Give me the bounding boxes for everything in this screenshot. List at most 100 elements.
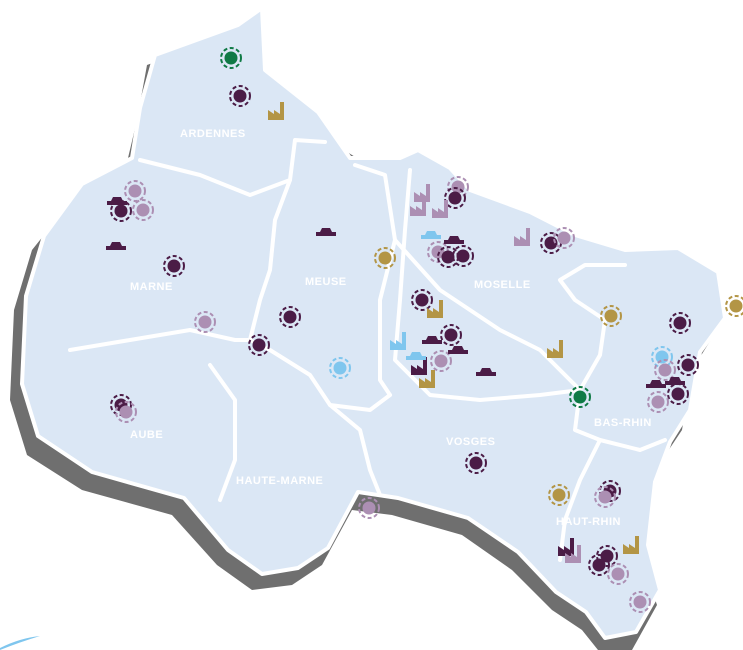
site-marker-ring bbox=[411, 289, 433, 311]
site-marker-dot bbox=[671, 387, 685, 401]
site-marker-dot bbox=[167, 259, 181, 273]
site-marker-ring bbox=[430, 350, 452, 372]
site-marker-dot bbox=[128, 184, 142, 198]
site-marker-dot bbox=[283, 310, 297, 324]
site-marker-ring bbox=[588, 554, 610, 576]
site-marker-dot bbox=[673, 316, 687, 330]
dept-label-meuse: MEUSE bbox=[305, 276, 347, 288]
site-marker-ring bbox=[452, 245, 474, 267]
site-marker-dot bbox=[651, 395, 665, 409]
site-marker-ring bbox=[569, 386, 591, 408]
site-marker-dot bbox=[441, 250, 455, 264]
site-marker-ring bbox=[548, 484, 570, 506]
dept-border bbox=[328, 403, 382, 497]
site-marker-dot bbox=[557, 231, 571, 245]
grand-est-region bbox=[20, 6, 727, 640]
site-marker-dot bbox=[598, 490, 612, 504]
site-marker-ring bbox=[229, 85, 251, 107]
site-marker-dot bbox=[633, 595, 647, 609]
factory-icon bbox=[558, 538, 574, 556]
dept-border bbox=[138, 138, 327, 197]
factory-icon bbox=[410, 198, 426, 216]
site-marker-dot bbox=[681, 358, 695, 372]
site-marker-ring bbox=[132, 199, 154, 221]
site-marker-dot bbox=[252, 338, 266, 352]
site-marker-dot bbox=[415, 293, 429, 307]
site-marker-ring bbox=[647, 391, 669, 413]
dept-label-haute-marne: HAUTE-MARNE bbox=[236, 475, 323, 487]
site-marker-dot bbox=[552, 488, 566, 502]
site-marker-dot bbox=[573, 390, 587, 404]
decorative-swoosh bbox=[0, 636, 40, 650]
dept-border bbox=[248, 178, 292, 342]
site-marker-ring bbox=[358, 497, 380, 519]
factory-icon bbox=[623, 536, 639, 554]
site-marker-dot bbox=[658, 363, 672, 377]
vehicle-icon bbox=[646, 380, 666, 388]
site-marker-dot bbox=[224, 51, 238, 65]
factory-icon bbox=[514, 228, 530, 246]
site-marker-ring bbox=[725, 295, 743, 317]
factory-icon bbox=[411, 357, 427, 375]
dept-border bbox=[393, 168, 582, 402]
site-marker-ring bbox=[677, 354, 699, 376]
site-marker-ring bbox=[440, 324, 462, 346]
dept-label-aube: AUBE bbox=[130, 429, 163, 441]
site-marker-dot bbox=[456, 249, 470, 263]
factory-icon bbox=[432, 200, 448, 218]
dept-border bbox=[208, 363, 237, 502]
vehicle-icon bbox=[448, 346, 468, 354]
site-marker-dot bbox=[592, 558, 606, 572]
site-marker-ring bbox=[669, 312, 691, 334]
site-marker-dot bbox=[469, 456, 483, 470]
site-marker-dot bbox=[114, 204, 128, 218]
site-marker-dot bbox=[600, 549, 614, 563]
vehicle-icon bbox=[107, 197, 127, 205]
vehicle-icon bbox=[422, 336, 442, 344]
dept-label-bas-rhin: BAS-RHIN bbox=[594, 417, 652, 429]
factory-icon bbox=[414, 184, 430, 202]
dept-label-haut-rhin: HAUT-RHIN bbox=[556, 516, 621, 528]
vehicle-icon bbox=[444, 236, 464, 244]
site-marker-ring bbox=[279, 306, 301, 328]
factory-icon bbox=[565, 545, 581, 563]
factory-icon bbox=[547, 340, 563, 358]
site-marker-ring bbox=[374, 247, 396, 269]
site-marker-dot bbox=[448, 191, 462, 205]
site-marker-ring bbox=[194, 311, 216, 333]
vehicle-icon bbox=[421, 231, 441, 239]
dept-label-marne: MARNE bbox=[130, 281, 173, 293]
dept-label-moselle: MOSELLE bbox=[474, 279, 531, 291]
site-marker-ring bbox=[596, 545, 618, 567]
site-marker-ring bbox=[163, 255, 185, 277]
site-marker-dot bbox=[434, 354, 448, 368]
vehicle-icon bbox=[106, 242, 126, 250]
factory-icon bbox=[419, 370, 435, 388]
site-marker-ring bbox=[465, 452, 487, 474]
site-marker-dot bbox=[378, 251, 392, 265]
site-marker-dot bbox=[333, 361, 347, 375]
site-marker-dot bbox=[544, 236, 558, 250]
site-marker-ring bbox=[600, 305, 622, 327]
dept-border bbox=[558, 263, 627, 392]
site-marker-dot bbox=[362, 501, 376, 515]
dept-border bbox=[393, 238, 582, 392]
site-marker-ring bbox=[553, 227, 575, 249]
site-marker-ring bbox=[329, 357, 351, 379]
factory-icon bbox=[268, 102, 284, 120]
site-marker-ring bbox=[124, 180, 146, 202]
vehicle-icon bbox=[665, 377, 685, 385]
dept-label-vosges: VOSGES bbox=[446, 436, 495, 448]
dept-label-ardennes: ARDENNES bbox=[180, 128, 246, 140]
site-marker-dot bbox=[136, 203, 150, 217]
vehicle-icon bbox=[476, 368, 496, 376]
dept-border bbox=[558, 438, 602, 562]
site-marker-ring bbox=[115, 401, 137, 423]
dept-border bbox=[68, 328, 252, 352]
site-marker-ring bbox=[444, 187, 466, 209]
site-marker-ring bbox=[607, 563, 629, 585]
site-marker-ring bbox=[220, 47, 242, 69]
site-marker-dot bbox=[611, 567, 625, 581]
dept-border bbox=[248, 338, 392, 412]
